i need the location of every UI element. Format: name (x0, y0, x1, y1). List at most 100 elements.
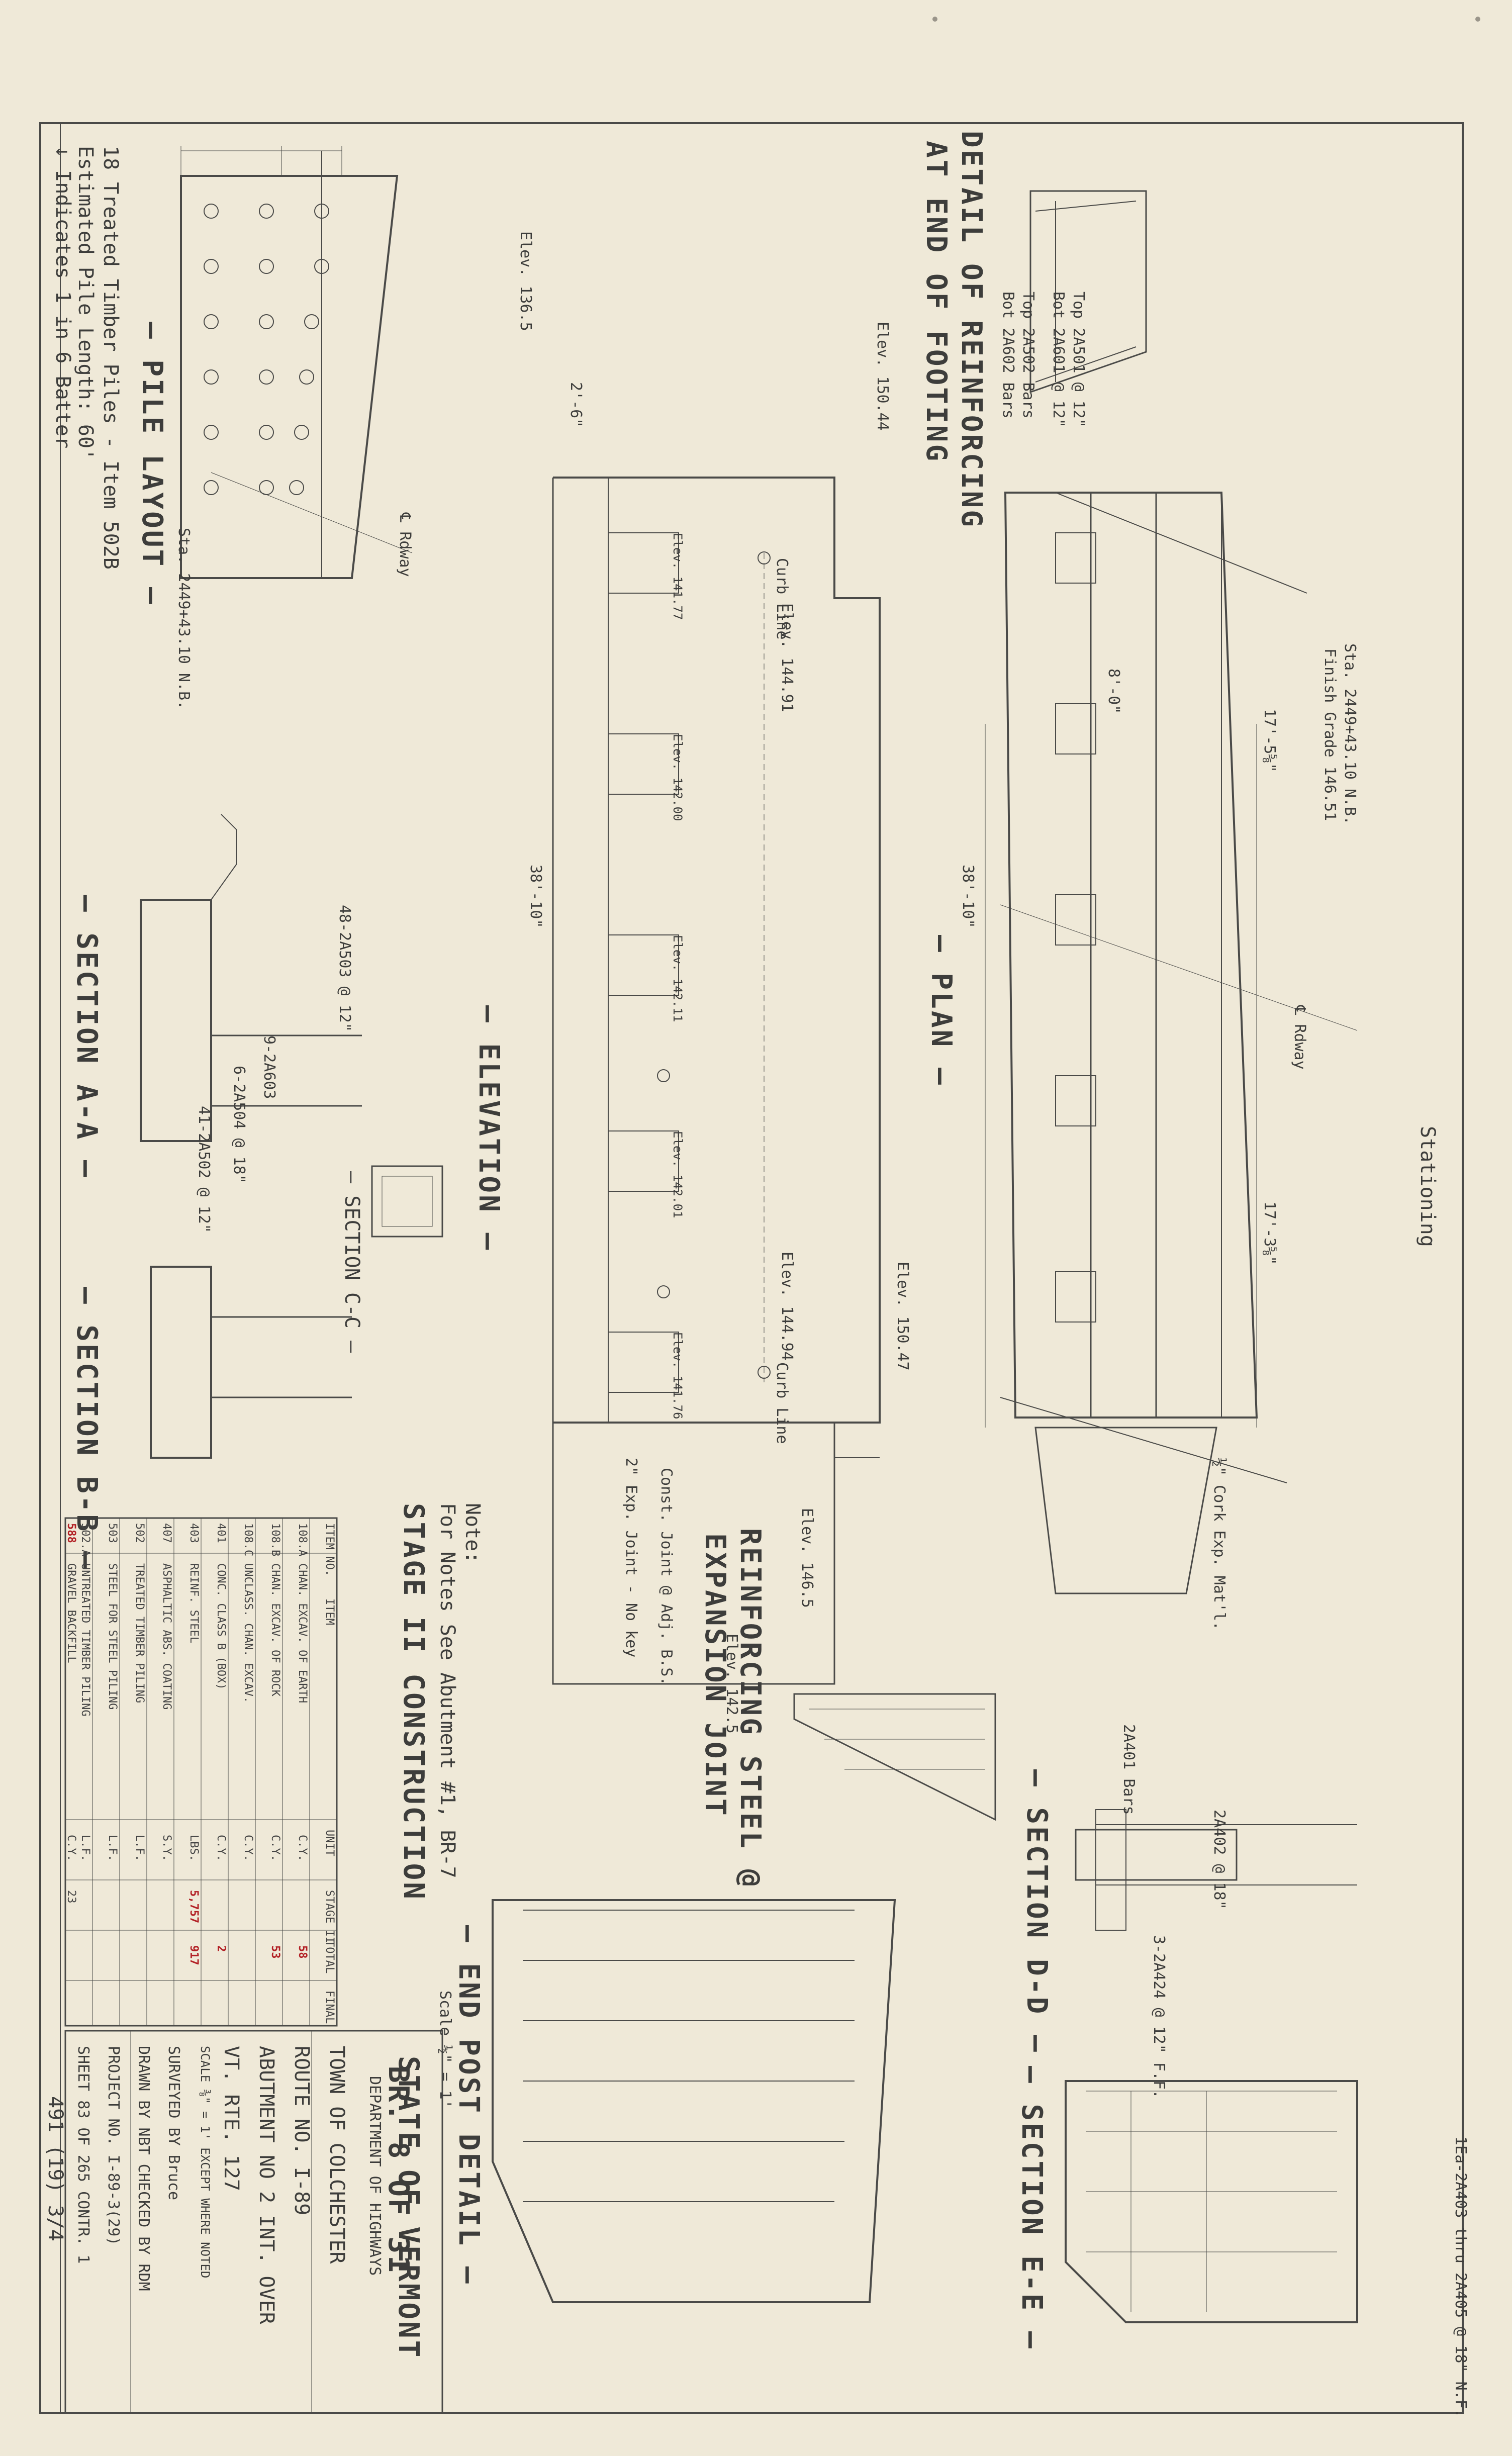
title-block (64, 2030, 443, 2414)
elev-150-44: Elev. 150.44 (874, 322, 891, 431)
plan-stationing: Stationing (1416, 1126, 1439, 1247)
binder-hole (1475, 17, 1480, 22)
qty-row-total: 58 (296, 1945, 309, 1959)
elev-142-01: Elev. 142.01 (671, 1131, 685, 1218)
pile-note-line2: Estimated Pile Length: 60' (74, 146, 97, 461)
qty-row-item: GRAVEL BACKFILL (65, 1563, 77, 1663)
pile-layout-diagram (180, 146, 413, 579)
curb-line-bottom: Curb Line (773, 1362, 791, 1444)
plan-sta: Sta. 2449+43.10 N.B. (1341, 643, 1359, 825)
qty-row-item: ASPHALTIC ABS. COATING (160, 1563, 173, 1710)
section-cc-title: — SECTION C-C — (340, 1171, 363, 1353)
qty-header-final: FINAL (323, 1991, 336, 2024)
qty-row-item: TREATED TIMBER PILING (133, 1563, 146, 1704)
elev-142-11: Elev. 142.11 (671, 935, 685, 1022)
pile-layout-title: — PILE LAYOUT — (136, 322, 168, 606)
quantity-table-grid (64, 1517, 338, 2027)
end-post-detail-drawing (492, 1899, 896, 2303)
qty-row-item: UNTREATED TIMBER PILING (79, 1563, 91, 1717)
section-aa-title: — SECTION A-A — (70, 895, 103, 1179)
sheet-border (39, 122, 1464, 2414)
end-post-title: — END POST DETAIL — (452, 1925, 485, 2286)
binder-hole (932, 17, 937, 22)
elev-141-76: Elev. 141.76 (671, 1332, 685, 1420)
elevation-view (552, 477, 881, 1685)
section-aa-drawing (140, 814, 362, 1142)
qty-row-item-no: 401 (215, 1523, 227, 1543)
elev-141-77: Elev. 141.77 (671, 533, 685, 620)
qty-row-unit: C.Y. (215, 1835, 227, 1861)
tb-state: STATE OF VERMONT (392, 2056, 425, 2359)
elevation-title: — ELEVATION — (472, 1005, 505, 1252)
qty-row-unit: LBS. (187, 1835, 200, 1861)
elev-top: Elev. 136.5 (517, 231, 534, 331)
bar-callout-2a403: 1Ea-2A403 thru 2A405 @ 18" N.F. (1452, 2136, 1469, 2418)
plan-title: — PLAN — (925, 935, 958, 1087)
qty-row-item: UNCLASS. CHAN. EXCAV. (242, 1563, 254, 1704)
elev-142-00: Elev. 142.00 (671, 734, 685, 821)
plan-dim-17a: 17'-5⅝" (1261, 709, 1278, 773)
qty-row-item: CHAN. EXCAV. OF EARTH (296, 1563, 309, 1704)
qty-row-unit: S.Y. (160, 1835, 173, 1861)
qty-row-unit: L.F. (79, 1835, 91, 1861)
tb-scale: SCALE ⅜" = 1' EXCEPT WHERE NOTED (198, 2046, 212, 2279)
plan-dim-38: 38'-10" (959, 865, 977, 928)
qty-row-item-no: 403 (187, 1523, 200, 1543)
tb-drawn: DRAWN BY NBT CHECKED BY RDM (135, 2046, 152, 2291)
footing-top-bars: Top 2A502 Bars (1019, 292, 1037, 419)
end-post-scale: Scale ½" = 1' (436, 1991, 454, 2109)
section-ee-title: — SECTION E-E — (1015, 2066, 1048, 2350)
bar-callout-2a402: 2A402 @ 18" (1210, 1810, 1228, 1910)
qty-row-total: 53 (269, 1945, 281, 1959)
tb-town: TOWN OF COLCHESTER (325, 2046, 348, 2264)
bar-callout-2a504: 6-2A504 @ 18" (230, 1066, 248, 1184)
qty-header-total: TOTAL (323, 1940, 336, 1974)
qty-row-item-no: 108.A (296, 1523, 309, 1557)
bar-callout-2a502: 41-2A502 @ 12" (195, 1106, 213, 1233)
footing-bot-bars: Bot 2A602 Bars (999, 292, 1017, 419)
plan-finish-grade: Finish Grade 146.51 (1321, 648, 1339, 821)
tb-sheet: SHEET 83 OF 265 CONTR. 1 (74, 2046, 92, 2264)
tb-structure-1: ABUTMENT NO 2 INT. OVER (255, 2046, 278, 2324)
elev-dim-2-6: 2'-6" (567, 382, 585, 428)
plan-dim-8: 8'-0" (1105, 669, 1122, 714)
qty-row-item-no: 502.A (79, 1523, 91, 1557)
expansion-joint-detail (793, 1693, 996, 1821)
elev-144-94: Elev. 144.94 (778, 1252, 796, 1361)
qty-row-item-no: 108.C (242, 1523, 254, 1557)
bar-callout-2a603: 9-2A603 (260, 1035, 278, 1099)
plan-view (985, 492, 1358, 1594)
stage-title: STAGE II CONSTRUCTION (397, 1503, 430, 1902)
qty-row-unit: C.Y. (65, 1835, 77, 1861)
pile-note-line3: ↓ Indicates 1 in 6 Batter (51, 146, 74, 449)
qty-row-item-no: 407 (160, 1523, 173, 1543)
pile-layout-rdway: ℄ Rdway (396, 513, 414, 577)
bar-callout-2a424: 3-2A424 @ 12" F.F. (1150, 1935, 1168, 2099)
tb-route: ROUTE NO. I-89 (290, 2046, 313, 2216)
qty-header-unit: UNIT (323, 1830, 336, 1856)
const-joint: Const. Joint @ Adj. B.S. (657, 1468, 675, 1686)
note-title: Note: (461, 1503, 484, 1564)
qty-header-item-no: ITEM NO. (323, 1523, 336, 1576)
qty-row-total: 2 (215, 1945, 227, 1952)
qty-row-item-no: 588 (65, 1523, 77, 1543)
section-cc-drawing (371, 1165, 443, 1238)
qty-row-unit: L.F. (106, 1835, 119, 1861)
qty-row-unit: C.Y. (296, 1835, 309, 1861)
qty-row-item: STEEL FOR STEEL PILING (106, 1563, 119, 1710)
section-dd-title: — SECTION D-D — (1020, 1769, 1053, 2054)
pile-layout-sta: Sta. 2449+43.10 N.B. (175, 528, 193, 710)
qty-row-item: CONC. CLASS B (BOX) (215, 1563, 227, 1690)
qty-row-stage: 5,757 (187, 1890, 200, 1924)
qty-row-unit: C.Y. (269, 1835, 281, 1861)
elev-dim-38: 38'-10" (527, 865, 544, 928)
tb-project: PROJECT NO. I-89-3(29) (105, 2046, 122, 2246)
section-dd-drawing (1075, 1809, 1357, 1931)
section-ee-drawing (1065, 2080, 1358, 2323)
qty-header-stage: STAGE II (323, 1890, 336, 1943)
curb-line-top: Curb Line (773, 558, 791, 640)
plan-rdway: ℄ Rdway (1291, 1005, 1308, 1070)
elev-146-5: Elev. 146.5 (798, 1508, 816, 1608)
